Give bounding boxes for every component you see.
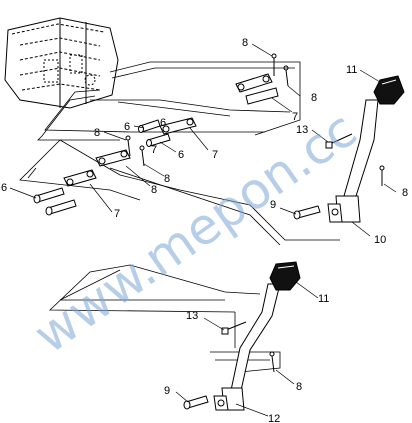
leader-lines: [9, 43, 397, 417]
callout-8: 8: [164, 173, 170, 185]
pins: [33, 119, 321, 410]
callout-9: 6: [178, 149, 184, 161]
callout-4: 7: [292, 111, 298, 123]
callout-15: 7: [151, 144, 157, 156]
callout-20: 8: [296, 381, 302, 393]
upper-links: [63, 73, 279, 187]
callout-21: 9: [164, 385, 170, 397]
callout-16: 9: [270, 199, 276, 211]
valve-block: [4, 17, 119, 109]
callout-10: 7: [212, 149, 218, 161]
upper-lever: [327, 75, 405, 223]
cotter-pins: [125, 53, 385, 373]
callout-13: 7: [114, 208, 120, 220]
callout-18: 11: [318, 293, 329, 305]
callout-3: 11: [346, 64, 357, 76]
callout-12: 6: [1, 182, 7, 194]
cable-routing: [19, 61, 340, 373]
callout-6: 8: [94, 127, 100, 139]
callout-23: 8: [402, 187, 408, 199]
lower-lever: [213, 261, 301, 411]
callout-7: 6: [124, 121, 130, 133]
callout-1: 8: [242, 37, 248, 49]
callout-14: 6: [160, 117, 166, 129]
callout-17: 10: [374, 234, 386, 246]
callout-2: 8: [311, 92, 317, 104]
callout-5: 13: [296, 124, 308, 136]
callout-labels: 8 8 11 7 13 8 6 8 6 7 8 6 7 6 7 9 10 11 …: [1, 37, 386, 423]
callout-22: 12: [268, 413, 280, 423]
callout-11: 8: [151, 184, 157, 196]
screws: [221, 133, 353, 335]
callout-19: 13: [186, 310, 198, 322]
